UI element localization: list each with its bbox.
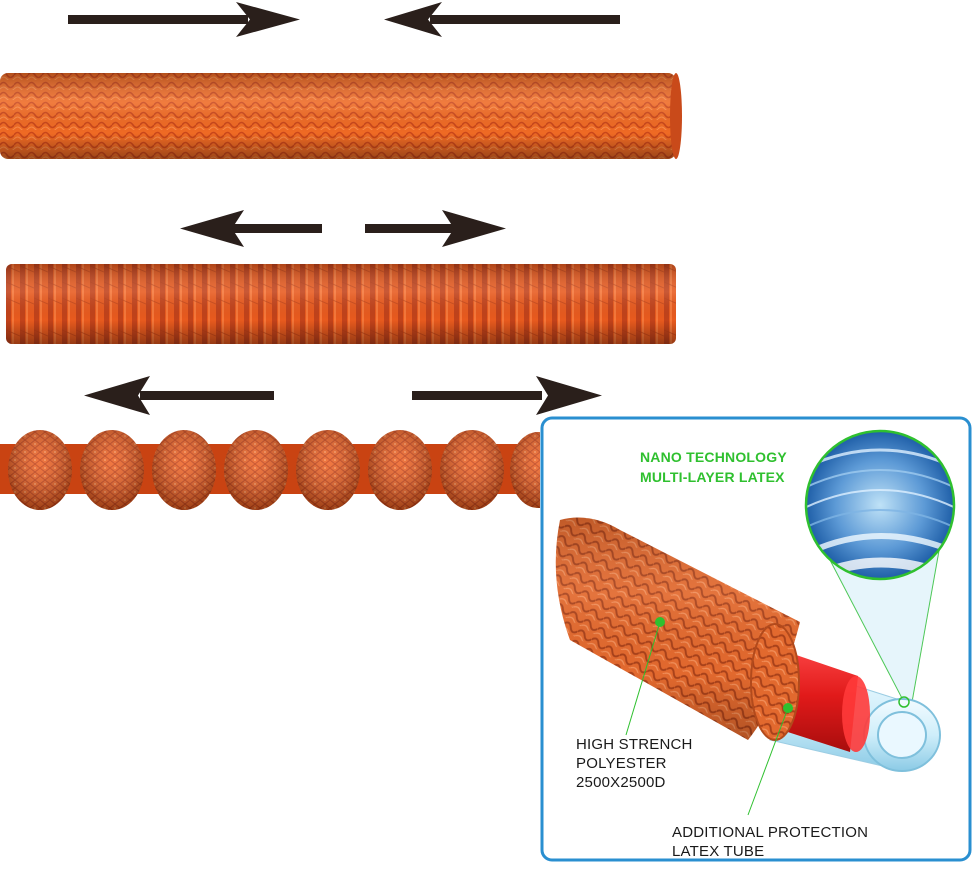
polyester-label-line3: 2500X2500D <box>576 774 666 791</box>
arrow-right-icon <box>365 210 506 247</box>
hose-compressed <box>0 73 682 159</box>
latex-tube-marker-dot <box>783 703 793 713</box>
magnifier-rays <box>829 544 941 703</box>
row2-arrows <box>180 210 506 247</box>
nano-technology-label: NANO TECHNOLOGY <box>640 449 787 465</box>
polyester-marker-dot <box>655 617 665 627</box>
hose-expanded <box>0 430 540 510</box>
arrow-left-icon <box>84 376 274 415</box>
layer-detail-panel <box>540 416 972 862</box>
multi-layer-latex-label: MULTI-LAYER LATEX <box>640 469 785 485</box>
arrow-right-icon <box>68 2 300 37</box>
polyester-label-line1: HIGH STRENCH <box>576 736 693 753</box>
latex-tube-label-line2: LATEX TUBE <box>672 843 765 860</box>
arrow-left-icon <box>180 210 322 247</box>
arrow-left-icon <box>384 2 620 37</box>
arrow-right-icon <box>412 376 602 415</box>
latex-tube-label-line1: ADDITIONAL PROTECTION <box>672 824 869 841</box>
latex-magnifier-lens <box>804 429 956 581</box>
hose-ribbed <box>6 264 676 344</box>
polyester-label-line2: POLYESTER <box>576 755 667 772</box>
callout-pointers <box>625 617 910 816</box>
row1-arrows <box>68 2 620 37</box>
hose-cross-section <box>555 517 941 772</box>
row3-arrows <box>84 376 602 415</box>
